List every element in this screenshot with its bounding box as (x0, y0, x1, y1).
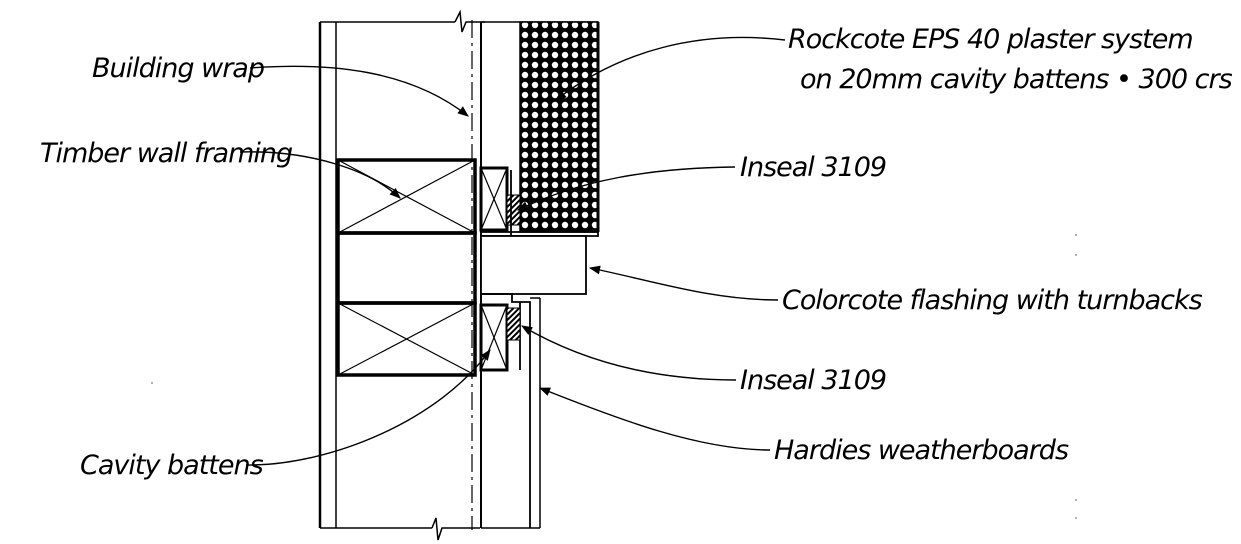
label-cavity-battens: Cavity battens (80, 450, 264, 481)
label-timber-wall-framing: Timber wall framing (40, 138, 293, 169)
label-inseal-lower: Inseal 3109 (740, 365, 887, 396)
timber-framing-middle (336, 231, 477, 305)
leader-rockcote (555, 36, 786, 101)
scan-specks (151, 234, 1077, 519)
label-rockcote-line1: Rockcote EPS 40 plaster system (788, 24, 1194, 55)
eps-plaster-panel (519, 21, 600, 233)
leader-inseal-lower (521, 325, 737, 381)
wall-lining (318, 21, 455, 529)
leader-cavity-battens (245, 349, 491, 466)
leader-inseal-upper (516, 166, 736, 211)
leader-lines (239, 36, 786, 466)
leader-building-wrap (249, 65, 469, 117)
timber-framing-upper (336, 158, 477, 235)
label-inseal-upper: Inseal 3109 (740, 152, 887, 183)
timber-framing-lower (336, 301, 477, 377)
break-line-bottom (431, 517, 480, 541)
leader-colorcote (588, 265, 779, 301)
cavity-batten-lower (479, 303, 509, 372)
label-building-wrap: Building wrap (92, 53, 265, 84)
label-hardies-weatherboards: Hardies weatherboards (774, 435, 1069, 466)
inseal-lower-strip (506, 307, 521, 341)
cavity-batten-upper (479, 166, 509, 232)
label-colorcote-flashing: Colorcote flashing with turnbacks (782, 285, 1203, 316)
colorcote-flashing (480, 170, 599, 528)
label-rockcote-line2: on 20mm cavity battens • 300 crs (800, 64, 1233, 95)
leader-timber-framing (239, 151, 401, 199)
leader-hardies (538, 387, 771, 451)
